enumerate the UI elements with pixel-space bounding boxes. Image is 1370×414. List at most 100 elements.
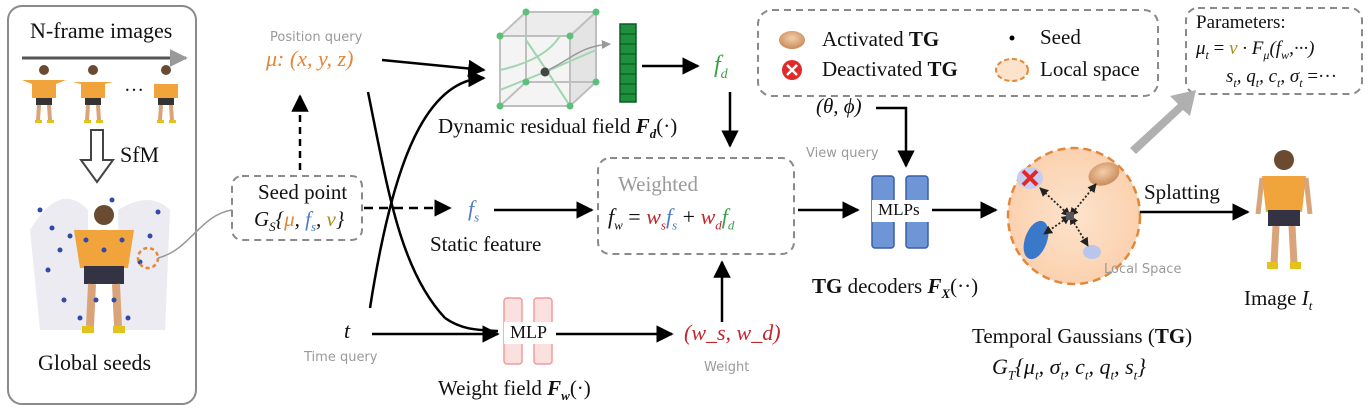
param-s: s [1226,66,1234,87]
fd-output: fd [714,52,728,83]
position-to-weight-curve [366,91,446,319]
view-query-label: View query [806,146,879,161]
seed-fs-sub: s [310,219,317,235]
weight-mlp-label-bg [504,322,554,344]
temporal-gaussians-formula: GT{μt, σt, ct, qt, st} [992,354,1146,383]
seed-subscript: S [269,219,276,235]
tg-formula-sigma: , σ [1038,354,1061,379]
output-image-caption: Image It [1244,286,1312,314]
tg-formula-s-sub: t [1133,367,1138,383]
local-space-label: Local Space [1104,262,1182,277]
seed-point-title: Seed point [258,180,348,204]
frame-figures [22,65,184,123]
legend-box [757,9,1159,97]
seed-open-brace: { [275,207,285,231]
splatting-label: Splatting [1144,180,1220,204]
param-eq: = [1208,38,1230,59]
weighted-wd-sub: d [715,217,722,233]
param-q-sub: t [1255,75,1260,90]
legend-local-space: Local space [1040,57,1140,81]
params-pointer-arrow [1130,90,1196,154]
seed-fs: f [305,207,311,231]
tg-formula-q: , q [1088,354,1111,379]
weight-output-label: Weight [704,360,750,375]
global-seeds-caption: Global seeds [38,350,152,375]
weighted-fd: f [721,204,728,229]
cube-sample-points [496,8,600,110]
param-mu-sub: t [1205,47,1209,62]
dynamic-field-cube [497,9,599,109]
position-query-label: Position query [270,30,363,45]
tg-seed-links [1039,183,1097,247]
dynamic-field-symbol: F [635,114,650,138]
weighted-ws: w [646,204,661,229]
legend-deactivated-bold: TG [927,57,958,81]
global-seeds-figure [30,197,170,333]
view-query-arrow [876,106,915,168]
parameters-line-1: μt = v · Fμ(fw,···) [1196,38,1314,63]
tg-formula-close: } [1137,354,1147,379]
weighted-eq: = [622,204,647,229]
static-feature-sub: s [474,209,480,225]
weighted-fs: f [665,204,673,229]
output-image-caption-text: Image [1244,286,1297,310]
tg-formula-mu-sub: t [1034,367,1039,383]
tg-formula-c-sub: t [1084,367,1089,383]
weight-field-symbol: F [547,376,562,400]
tg-decoders-prefix: TG [812,274,843,298]
position-to-cube-arrow [381,58,486,78]
seed-point-box [231,175,363,241]
parameters-title: Parameters: [1196,12,1286,33]
seed-symbol: G [254,207,270,231]
tg-decoders-symbol: F [927,274,942,298]
param-mu: μ [1196,38,1206,59]
activated-tg-icon [779,31,805,49]
param-s-sub: t [1233,75,1237,90]
param-sigma-sub: t [1299,75,1303,90]
view-query-formula: (θ, ϕ) [816,94,862,118]
tg-decoders-mid: decoders [842,274,928,298]
legend-activated-text: Activated [822,27,909,51]
tg-formula-s: , s [1114,354,1134,379]
seed-comma-1: , [294,207,306,231]
dynamic-field-caption-text: Dynamic residual field [438,114,631,138]
static-feature-f: f [468,196,475,221]
dynamic-field-caption: Dynamic residual field Fd(·) [438,114,677,142]
tg-gaussian-faint [1083,245,1101,259]
param-F-sub: μ [1263,47,1270,62]
left-panel-title: N-frame images [30,18,173,43]
tg-deactivated-icon [1021,169,1039,187]
time-to-cube-curve [368,69,486,309]
tg-formula-sigma-sub: t [1060,367,1065,383]
param-c: , c [1259,66,1278,87]
seed-comma-2: , [316,207,327,231]
cube-query-point [540,67,550,77]
tg-caption-bold: TG [1154,324,1186,348]
dynamic-field-subscript: d [649,126,657,142]
weight-field-caption-text: Weight field [438,376,542,400]
time-query-symbol: t [344,318,351,343]
frames-ellipsis: … [124,74,144,96]
legend-activated: Activated TG [822,27,939,52]
output-image-figure [1255,150,1313,269]
param-args-sub: w [1281,47,1290,62]
seed-point-formula: GS{μ, fs, v} [254,207,344,235]
static-feature-caption: Static feature [430,232,542,256]
weighted-wd: w [700,204,716,229]
tg-caption-prefix: Temporal Gaussians ( [972,324,1155,348]
cube-to-feature-arrow [547,40,611,71]
position-curve-tail [444,316,499,333]
seed-connector [157,209,233,259]
param-line2-tail: =··· [1302,66,1338,87]
sfm-arrow [79,129,115,184]
weight-field-subscript: w [561,388,570,404]
tg-formula-c: , c [1064,354,1085,379]
tg-decoders-subscript: X [941,286,951,302]
tg-formula-q-sub: t [1110,367,1115,383]
weight-field-args: (·) [569,376,591,400]
weighted-fs-sub: s [672,217,678,233]
local-space-icon [995,58,1029,82]
position-query-formula: μ: (x, y, z) [266,46,354,71]
tg-gaussian-left [1023,220,1049,260]
